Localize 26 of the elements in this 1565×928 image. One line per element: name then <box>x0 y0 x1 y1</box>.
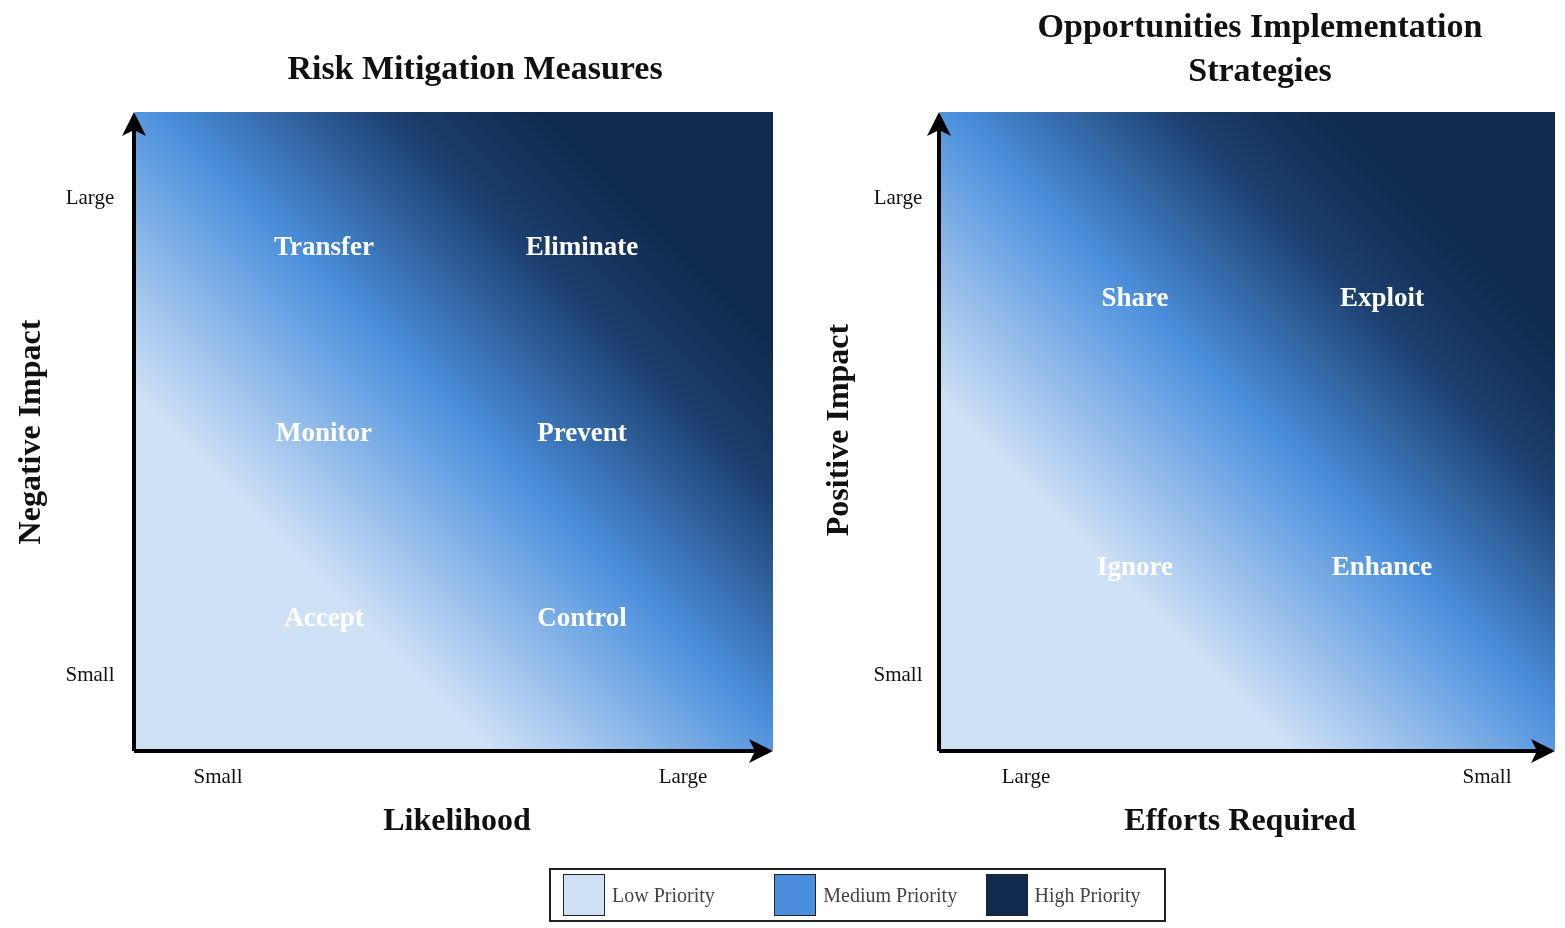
tick-label: Small <box>193 763 243 791</box>
quadrant-label: Ignore <box>1097 550 1173 582</box>
axis-title: Positive Impact <box>818 323 857 537</box>
tick-label: Small <box>65 661 115 689</box>
quadrant-label: Share <box>1101 281 1169 313</box>
axis-title: Likelihood <box>383 800 531 840</box>
panel-title: Risk Mitigation Measures <box>287 47 663 88</box>
quadrant-label: Exploit <box>1340 281 1424 313</box>
legend-label: Low Priority <box>612 883 715 907</box>
quadrant-label: Transfer <box>274 230 374 262</box>
tick-label: Large <box>1001 763 1051 791</box>
quadrant-label: Enhance <box>1331 550 1433 582</box>
quadrant-label: Prevent <box>537 416 627 448</box>
quadrant-label: Control <box>537 601 627 633</box>
legend-label: Medium Priority <box>823 883 958 907</box>
tick-label: Large <box>873 184 923 212</box>
legend-label: High Priority <box>1034 883 1141 907</box>
quadrant-label: Monitor <box>276 416 372 448</box>
tick-label: Small <box>1462 763 1512 791</box>
axis-title: Negative Impact <box>10 319 49 545</box>
tick-label: Small <box>873 661 923 689</box>
tick-label: Large <box>658 763 708 791</box>
axis-title: Efforts Required <box>1124 800 1356 840</box>
panel-title: Opportunities Implementation Strategies <box>1036 5 1484 90</box>
tick-label: Large <box>65 184 115 212</box>
quadrant-label: Eliminate <box>525 230 639 262</box>
